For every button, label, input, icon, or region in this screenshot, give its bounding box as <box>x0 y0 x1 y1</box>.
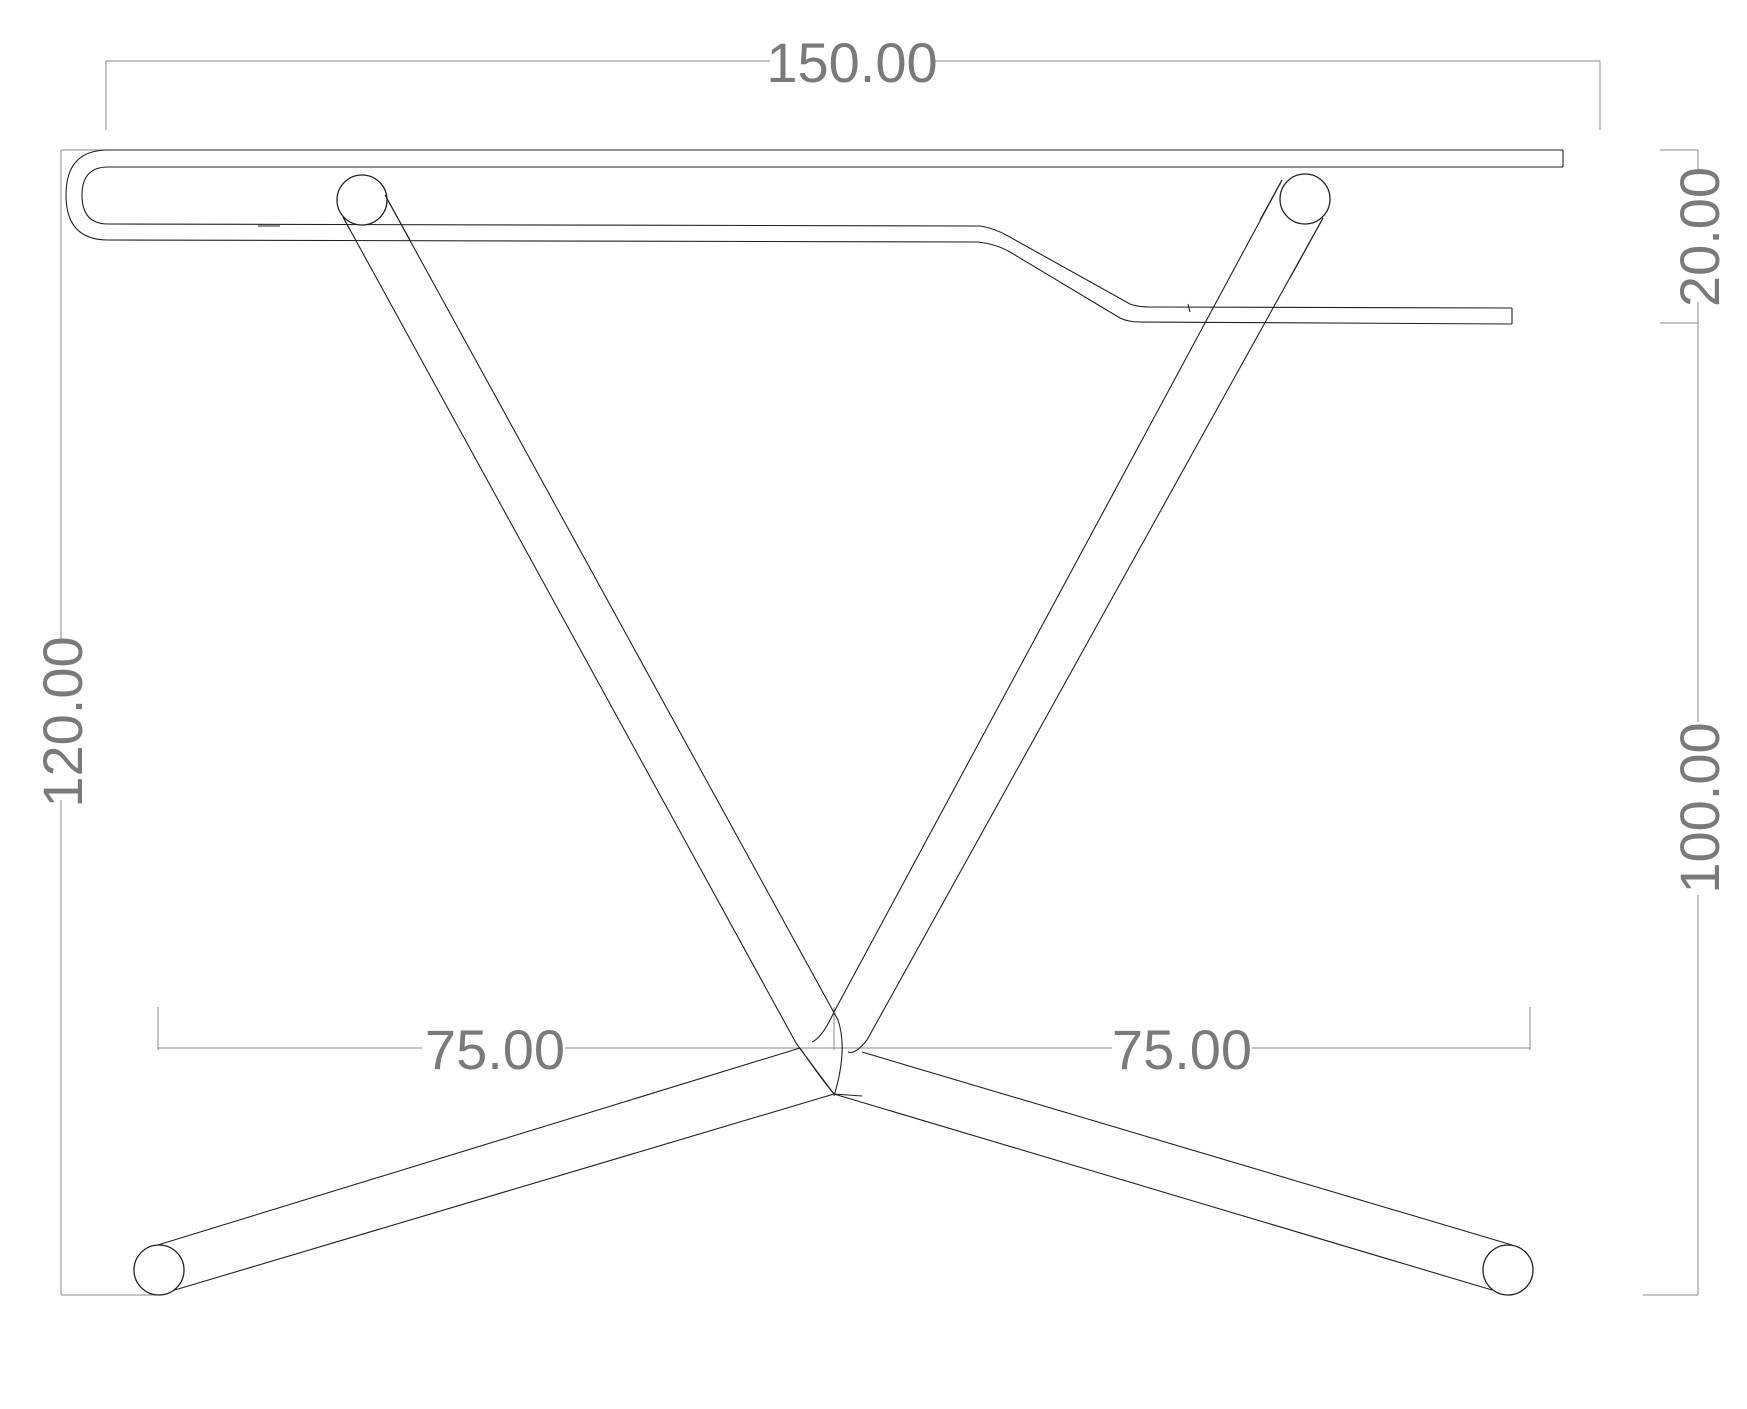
left-foot-span-label: 75.00 <box>425 1018 565 1081</box>
dimension-overall-width: 150.00 <box>105 31 1601 130</box>
overall-height-label: 120.00 <box>31 636 94 807</box>
dimension-right-foot-span: 75.00 <box>833 1007 1531 1081</box>
top-step-label: 20.00 <box>1668 167 1731 307</box>
top-rail <box>65 149 1564 325</box>
right-leg-tube <box>799 179 1513 1291</box>
top-right-tube-end <box>1279 173 1331 225</box>
dimension-overall-height: 120.00 <box>31 149 160 1296</box>
right-foot-span-label: 75.00 <box>1112 1018 1252 1081</box>
tube-joins <box>342 179 1324 279</box>
leg-height-label: 100.00 <box>1668 722 1731 893</box>
overall-width-label: 150.00 <box>766 31 937 94</box>
bottom-left-foot <box>133 1244 185 1296</box>
top-left-tube-end <box>336 174 388 226</box>
dimension-leg-height: 100.00 <box>1643 323 1731 1296</box>
dimension-top-step: 20.00 <box>1660 149 1731 324</box>
left-leg-tube <box>147 194 863 1293</box>
bottom-right-foot <box>1482 1244 1534 1296</box>
dimension-left-foot-span: 75.00 <box>157 1007 834 1081</box>
